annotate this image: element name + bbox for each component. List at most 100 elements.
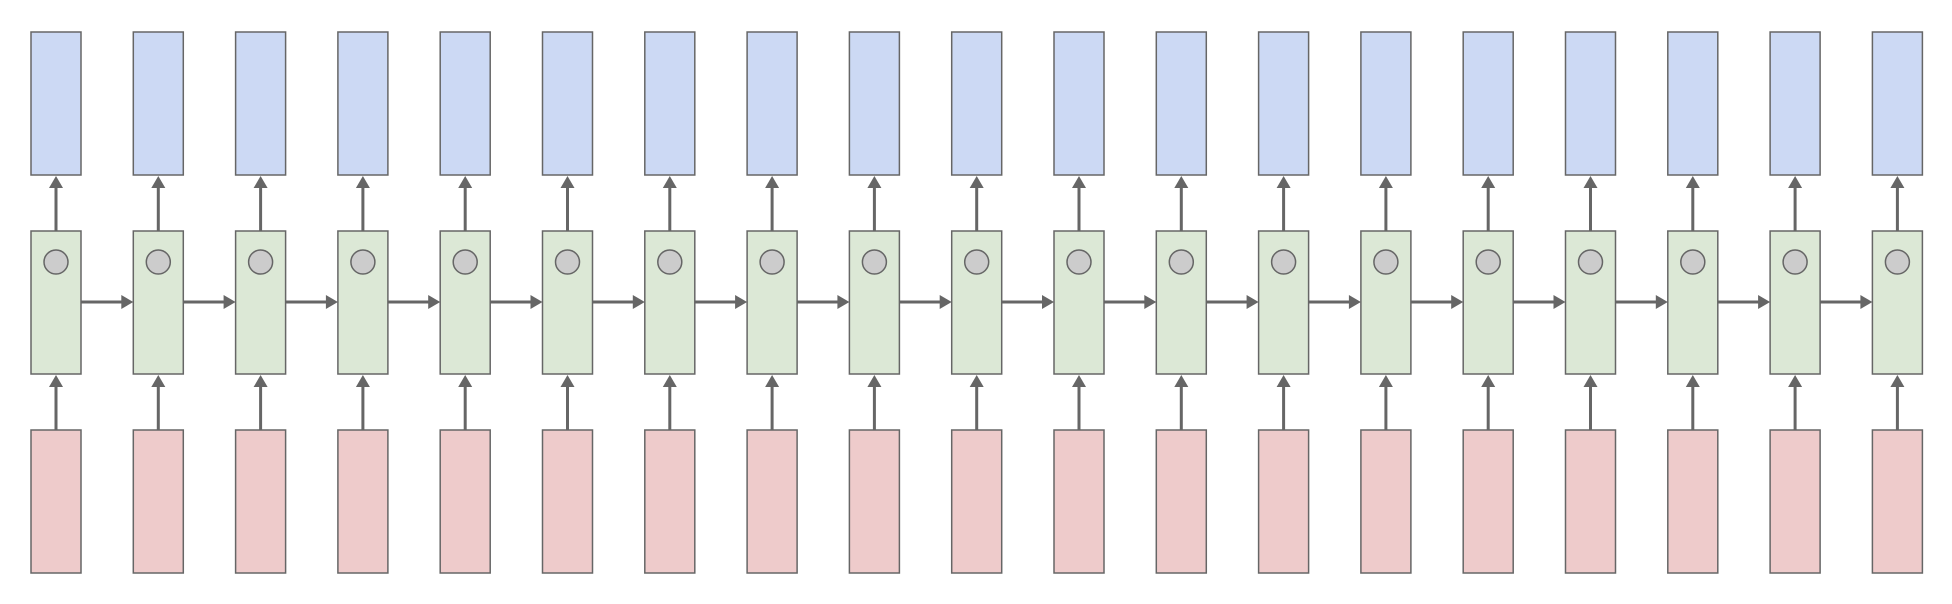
output-box-2 (132, 31, 185, 176)
input-box-10 (950, 429, 1003, 574)
input-box-9 (848, 429, 901, 574)
output-box-14 (1360, 31, 1412, 176)
hidden-to-output-arrow-19-head (1890, 176, 1905, 188)
hidden-to-output-arrow-1-head (49, 176, 63, 188)
output-box-4 (337, 31, 389, 176)
recurrent-arrow-9-head (939, 295, 952, 309)
input-to-hidden-arrow-5-head (458, 375, 473, 387)
recurrent-arrow-3-head (325, 295, 338, 309)
hidden-node-icon-3 (247, 249, 274, 275)
hidden-node-icon-15 (1475, 249, 1501, 275)
hidden-node-icon-5 (452, 249, 478, 275)
hidden-to-output-arrow-18-head (1788, 176, 1803, 188)
recurrent-arrow-12-head (1246, 295, 1259, 309)
output-box-17 (1667, 31, 1719, 176)
input-box-18 (1769, 429, 1821, 574)
input-to-hidden-arrow-10-head (969, 375, 984, 387)
input-to-hidden-arrow-16-head (1583, 375, 1598, 387)
hidden-node-icon-19 (1884, 249, 1911, 275)
recurrent-arrow-16-head (1655, 295, 1668, 309)
output-box-18 (1769, 31, 1821, 176)
input-to-hidden-arrow-14-head (1378, 375, 1393, 387)
input-to-hidden-arrow-8-head (765, 375, 780, 387)
output-box-5 (439, 31, 491, 176)
hidden-node-icon-11 (1066, 249, 1092, 275)
hidden-to-output-arrow-5-head (458, 176, 473, 188)
recurrent-arrow-7-head (735, 295, 748, 309)
hidden-to-output-arrow-2-head (151, 176, 166, 188)
recurrent-arrow-4-head (428, 295, 441, 309)
hidden-to-output-arrow-16-head (1583, 176, 1598, 188)
input-box-11 (1053, 429, 1105, 574)
output-box-3 (234, 31, 287, 176)
hidden-to-output-arrow-12-head (1174, 176, 1189, 188)
hidden-to-output-arrow-17-head (1685, 176, 1700, 188)
recurrent-arrow-8-head (837, 295, 850, 309)
recurrent-arrow-17-head (1758, 295, 1771, 309)
output-box-10 (950, 31, 1003, 176)
input-box-17 (1667, 429, 1719, 574)
input-box-13 (1257, 429, 1310, 574)
input-to-hidden-arrow-17-head (1685, 375, 1700, 387)
hidden-node-icon-1 (43, 249, 69, 275)
hidden-to-output-arrow-14-head (1378, 176, 1393, 188)
hidden-to-output-arrow-8-head (765, 176, 780, 188)
output-box-1 (30, 31, 82, 176)
input-to-hidden-arrow-3-head (253, 375, 268, 387)
output-box-11 (1053, 31, 1105, 176)
hidden-node-icon-8 (759, 249, 785, 275)
output-box-12 (1155, 31, 1208, 176)
hidden-node-icon-16 (1577, 249, 1604, 275)
input-box-16 (1564, 429, 1617, 574)
input-to-hidden-arrow-7-head (662, 375, 677, 387)
input-to-hidden-arrow-15-head (1481, 375, 1496, 387)
hidden-to-output-arrow-6-head (560, 176, 575, 188)
hidden-node-icon-6 (554, 249, 581, 275)
input-to-hidden-arrow-13-head (1276, 375, 1291, 387)
hidden-to-output-arrow-10-head (969, 176, 984, 188)
recurrent-arrow-14-head (1451, 295, 1464, 309)
hidden-node-icon-13 (1270, 249, 1297, 275)
input-to-hidden-arrow-11-head (1072, 375, 1086, 387)
recurrent-arrow-10-head (1042, 295, 1054, 309)
hidden-node-icon-18 (1782, 249, 1808, 275)
output-box-16 (1564, 31, 1617, 176)
output-box-8 (746, 31, 798, 176)
output-box-13 (1257, 31, 1310, 176)
recurrent-arrow-15-head (1553, 295, 1566, 309)
input-box-1 (30, 429, 82, 574)
hidden-node-icon-17 (1680, 249, 1706, 275)
output-box-9 (848, 31, 901, 176)
recurrent-arrow-13-head (1348, 295, 1361, 309)
input-to-hidden-arrow-12-head (1174, 375, 1189, 387)
input-box-2 (132, 429, 185, 574)
input-box-6 (541, 429, 594, 574)
recurrent-arrow-6-head (632, 295, 645, 309)
input-box-12 (1155, 429, 1208, 574)
output-box-6 (541, 31, 594, 176)
input-to-hidden-arrow-2-head (151, 375, 166, 387)
recurrent-arrow-18-head (1860, 295, 1873, 309)
hidden-node-icon-7 (657, 249, 683, 275)
hidden-to-output-arrow-13-head (1276, 176, 1291, 188)
input-box-3 (234, 429, 287, 574)
input-to-hidden-arrow-18-head (1788, 375, 1803, 387)
output-box-7 (644, 31, 696, 176)
input-box-15 (1462, 429, 1514, 574)
recurrent-arrow-2-head (223, 295, 236, 309)
recurrent-arrow-11-head (1144, 295, 1157, 309)
hidden-to-output-arrow-15-head (1481, 176, 1496, 188)
input-box-7 (644, 429, 696, 574)
output-box-15 (1462, 31, 1514, 176)
hidden-node-icon-9 (861, 249, 888, 275)
input-box-19 (1871, 429, 1924, 574)
input-box-14 (1360, 429, 1412, 574)
input-to-hidden-arrow-6-head (560, 375, 575, 387)
input-to-hidden-arrow-4-head (355, 375, 370, 387)
hidden-to-output-arrow-3-head (253, 176, 268, 188)
hidden-to-output-arrow-11-head (1072, 176, 1086, 188)
hidden-node-icon-14 (1373, 249, 1399, 275)
recurrent-arrow-5-head (530, 295, 543, 309)
hidden-node-icon-12 (1168, 249, 1195, 275)
